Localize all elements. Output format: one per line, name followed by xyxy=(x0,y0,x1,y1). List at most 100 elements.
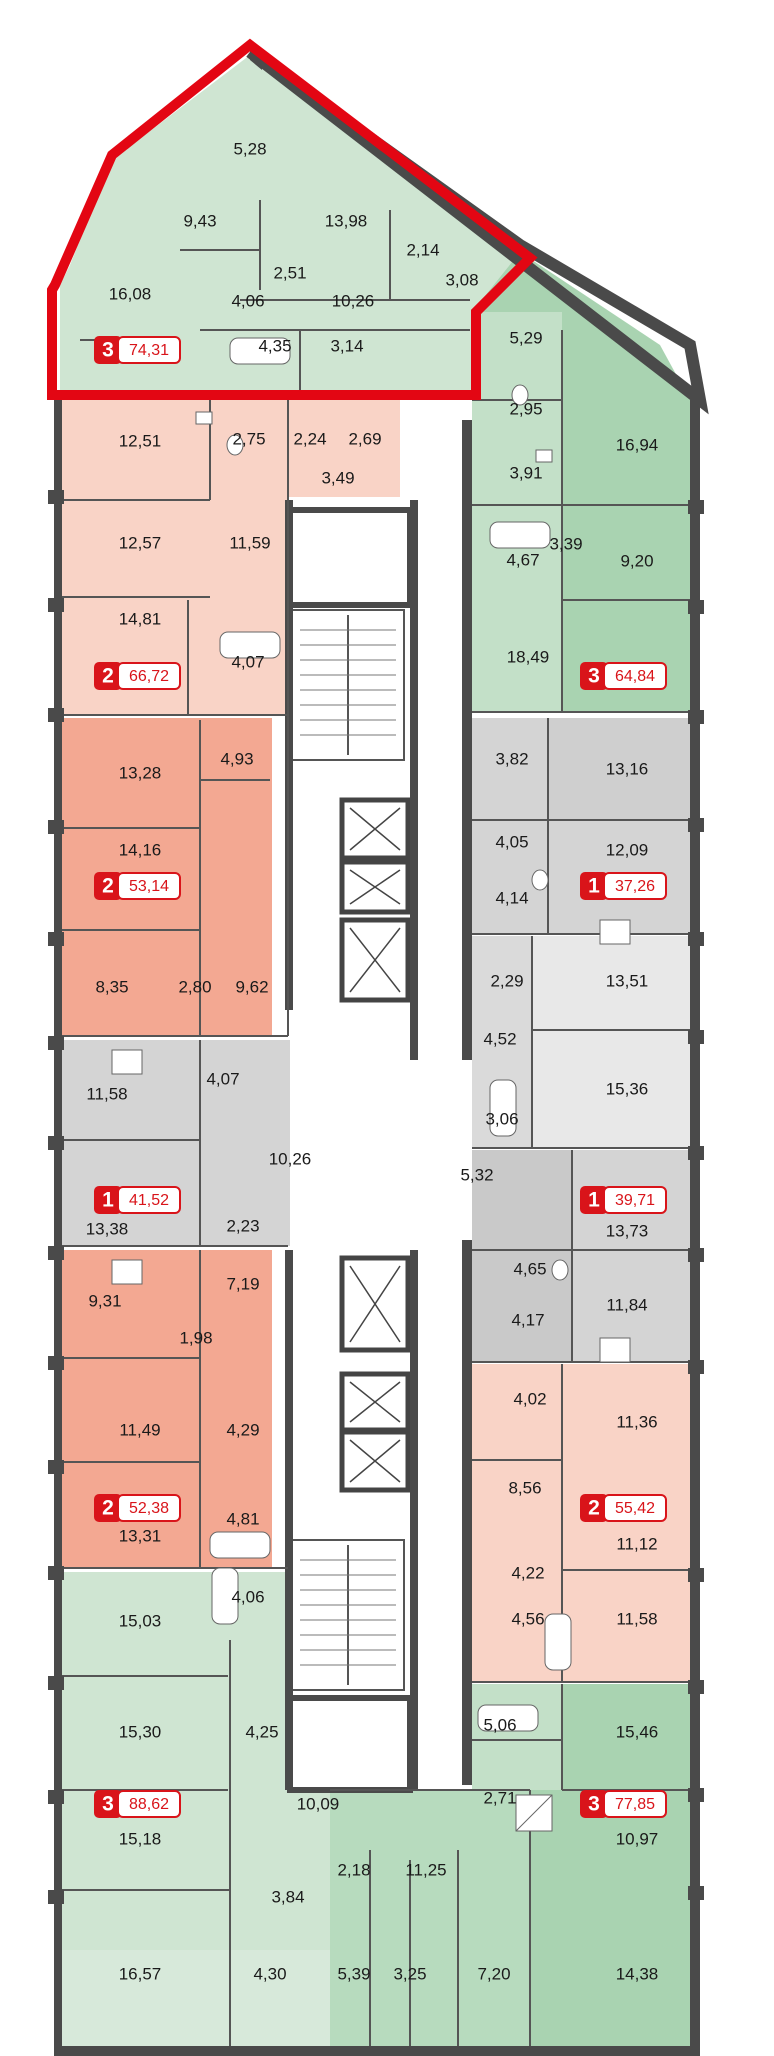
room-area: 13,38 xyxy=(86,1219,129,1238)
room-area: 3,84 xyxy=(271,1887,304,1906)
room-area: 15,03 xyxy=(119,1611,162,1630)
svg-text:41,52: 41,52 xyxy=(129,1192,169,1209)
room-area: 3,49 xyxy=(321,468,354,487)
bathtub-icon xyxy=(229,337,291,365)
room-area: 13,98 xyxy=(325,211,368,230)
room-area: 4,29 xyxy=(226,1420,259,1439)
room-area: 4,05 xyxy=(495,832,528,851)
stair-icon xyxy=(291,609,405,761)
room-area: 13,31 xyxy=(119,1526,162,1545)
stove-icon xyxy=(111,1259,143,1285)
room-area: 5,39 xyxy=(337,1964,370,1983)
apartment-badge[interactable]: 3 64,84 xyxy=(580,662,667,690)
room-area: 7,19 xyxy=(226,1274,259,1293)
room-area: 2,95 xyxy=(509,399,542,418)
room-area: 15,18 xyxy=(119,1829,162,1848)
room-area: 11,58 xyxy=(86,1084,127,1103)
room-area: 2,80 xyxy=(178,977,211,996)
room-area: 14,16 xyxy=(119,840,162,859)
room-area: 3,82 xyxy=(495,749,528,768)
apartment-badge[interactable]: 1 41,52 xyxy=(94,1186,181,1214)
room-area: 4,56 xyxy=(511,1609,544,1628)
shower-icon xyxy=(515,1794,553,1832)
room-area: 12,51 xyxy=(119,431,162,450)
room-area: 2,69 xyxy=(348,429,381,448)
svg-text:2: 2 xyxy=(102,1497,114,1520)
room-area: 4,06 xyxy=(231,1587,264,1606)
room-area: 2,23 xyxy=(226,1216,259,1235)
svg-text:55,42: 55,42 xyxy=(615,1500,655,1517)
bathtub-icon xyxy=(544,1613,572,1671)
room-area: 4,30 xyxy=(253,1964,286,1983)
room-area: 9,43 xyxy=(183,211,216,230)
svg-text:3: 3 xyxy=(102,1793,114,1816)
room-area: 16,08 xyxy=(109,284,152,303)
room-area: 16,57 xyxy=(119,1964,162,1983)
svg-text:3: 3 xyxy=(588,665,600,688)
svg-text:53,14: 53,14 xyxy=(129,878,169,895)
room-area: 5,28 xyxy=(233,139,266,158)
sink-icon xyxy=(535,449,553,463)
svg-text:37,26: 37,26 xyxy=(615,878,655,895)
room-area: 4,93 xyxy=(220,749,253,768)
room-area: 11,25 xyxy=(405,1860,446,1879)
elevator-icon xyxy=(339,797,411,1003)
bathtub-icon xyxy=(489,1079,517,1137)
stair-icon xyxy=(291,1539,405,1691)
apartment-badge[interactable]: 2 55,42 xyxy=(580,1494,667,1522)
apartment-badge[interactable]: 3 88,62 xyxy=(94,1790,181,1818)
room-area: 2,29 xyxy=(490,971,523,990)
room-area: 3,14 xyxy=(330,336,363,355)
room-area: 4,07 xyxy=(206,1069,239,1088)
room-area: 4,65 xyxy=(513,1259,546,1278)
apartment-badge[interactable]: 1 39,71 xyxy=(580,1186,667,1214)
room-area: 2,14 xyxy=(406,240,439,259)
sink-icon xyxy=(195,411,213,425)
svg-text:2: 2 xyxy=(102,875,114,898)
toilet-icon xyxy=(226,434,244,456)
svg-text:2: 2 xyxy=(588,1497,600,1520)
room-area: 2,75 xyxy=(232,429,265,448)
room-area: 15,36 xyxy=(606,1079,649,1098)
room-area: 4,22 xyxy=(511,1563,544,1582)
toilet-icon xyxy=(511,384,529,406)
svg-text:1: 1 xyxy=(102,1189,114,1212)
room-area: 5,06 xyxy=(483,1715,516,1734)
room-area: 4,35 xyxy=(258,336,291,355)
room-area: 18,49 xyxy=(507,647,550,666)
room-area: 3,25 xyxy=(393,1964,426,1983)
apartment-badge[interactable]: 2 53,14 xyxy=(94,872,181,900)
room-area: 9,31 xyxy=(88,1291,121,1310)
room-area: 4,25 xyxy=(245,1722,278,1741)
room-area: 4,52 xyxy=(483,1029,516,1048)
svg-text:39,71: 39,71 xyxy=(615,1192,655,1209)
apartment-badge[interactable]: 2 66,72 xyxy=(94,662,181,690)
svg-text:2: 2 xyxy=(102,665,114,688)
room-area: 11,12 xyxy=(616,1534,657,1553)
room-area: 14,81 xyxy=(119,609,162,628)
room-area: 13,73 xyxy=(606,1221,649,1240)
apartment-badge[interactable]: 3 77,85 xyxy=(580,1790,667,1818)
svg-text:77,85: 77,85 xyxy=(615,1796,655,1813)
room-area: 8,35 xyxy=(95,977,128,996)
room-area: 4,81 xyxy=(226,1509,259,1528)
stove-icon xyxy=(111,1049,143,1075)
apartment-badge[interactable]: 3 74,31 xyxy=(94,336,181,364)
room-area: 5,32 xyxy=(460,1165,493,1184)
room-area: 4,02 xyxy=(513,1389,546,1408)
room-area: 13,28 xyxy=(119,763,162,782)
stove-icon xyxy=(599,1337,631,1363)
selected-apartment-outline[interactable] xyxy=(47,38,538,400)
apartment-r5-fill[interactable] xyxy=(472,1364,690,1682)
svg-text:64,84: 64,84 xyxy=(615,668,655,685)
bathtub-icon xyxy=(477,1704,539,1732)
interior-walls xyxy=(62,200,690,2050)
room-area: 9,20 xyxy=(620,551,653,570)
apartment-top-fill[interactable] xyxy=(60,55,520,390)
room-area: 3,39 xyxy=(549,534,582,553)
apartment-badge[interactable]: 1 37,26 xyxy=(580,872,667,900)
apartment-badge[interactable]: 2 52,38 xyxy=(94,1494,181,1522)
svg-text:52,38: 52,38 xyxy=(129,1500,169,1517)
room-area: 15,30 xyxy=(119,1722,162,1741)
